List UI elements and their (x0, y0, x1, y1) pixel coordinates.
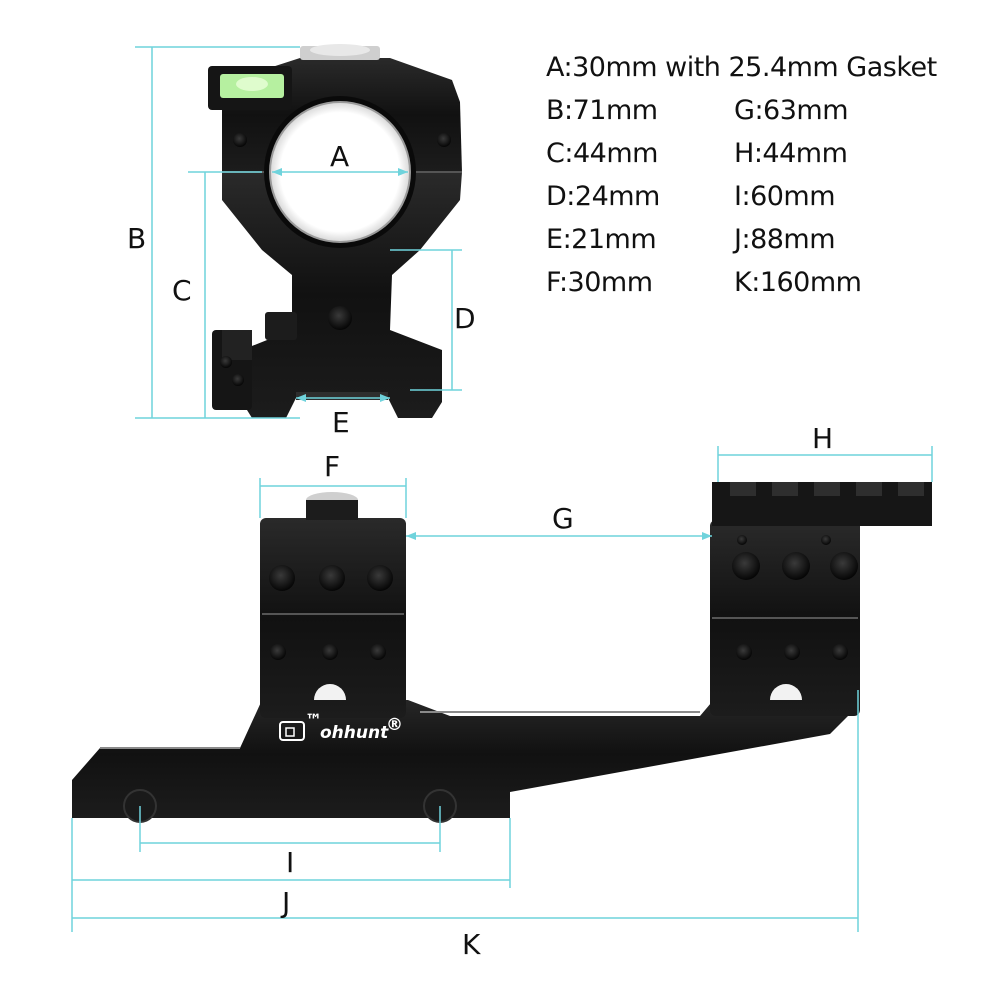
front-dimension-lines (135, 46, 462, 419)
spec-f: F:30mm (546, 267, 653, 298)
spec-i: I:60mm (734, 181, 836, 212)
front-arrowheads (272, 168, 408, 402)
spec-h: H:44mm (734, 138, 848, 169)
dim-label-a: A (330, 140, 349, 173)
brand-logo: ™ ohhunt ® (279, 711, 403, 743)
dim-label-f: F (324, 450, 340, 483)
spec-g: G:63mm (734, 95, 848, 126)
dim-label-h: H (812, 422, 833, 455)
brand-registered: ® (386, 715, 403, 735)
spec-e: E:21mm (546, 224, 657, 255)
brand-trademark: ™ (305, 711, 322, 731)
dim-label-k: K (462, 928, 481, 961)
brand-name: ohhunt (320, 723, 389, 743)
dim-label-d: D (454, 302, 476, 335)
spec-a: A:30mm with 25.4mm Gasket (546, 52, 937, 83)
side-dimension-lines (71, 446, 933, 932)
dim-label-c: C (172, 274, 192, 307)
front-view-mount (208, 44, 462, 418)
dim-label-b: B (127, 222, 146, 255)
spec-b: B:71mm (546, 95, 658, 126)
dim-label-g: G (552, 502, 574, 535)
dim-label-e: E (332, 406, 350, 439)
brand-logo-icon (279, 721, 305, 741)
side-arrowheads (406, 532, 712, 540)
spec-j: J:88mm (734, 224, 836, 255)
spec-c: C:44mm (546, 138, 658, 169)
dim-label-j: J (280, 886, 290, 919)
spec-k: K:160mm (734, 267, 862, 298)
spec-d: D:24mm (546, 181, 660, 212)
side-view-mount (72, 482, 932, 823)
dim-label-i: I (286, 846, 294, 879)
